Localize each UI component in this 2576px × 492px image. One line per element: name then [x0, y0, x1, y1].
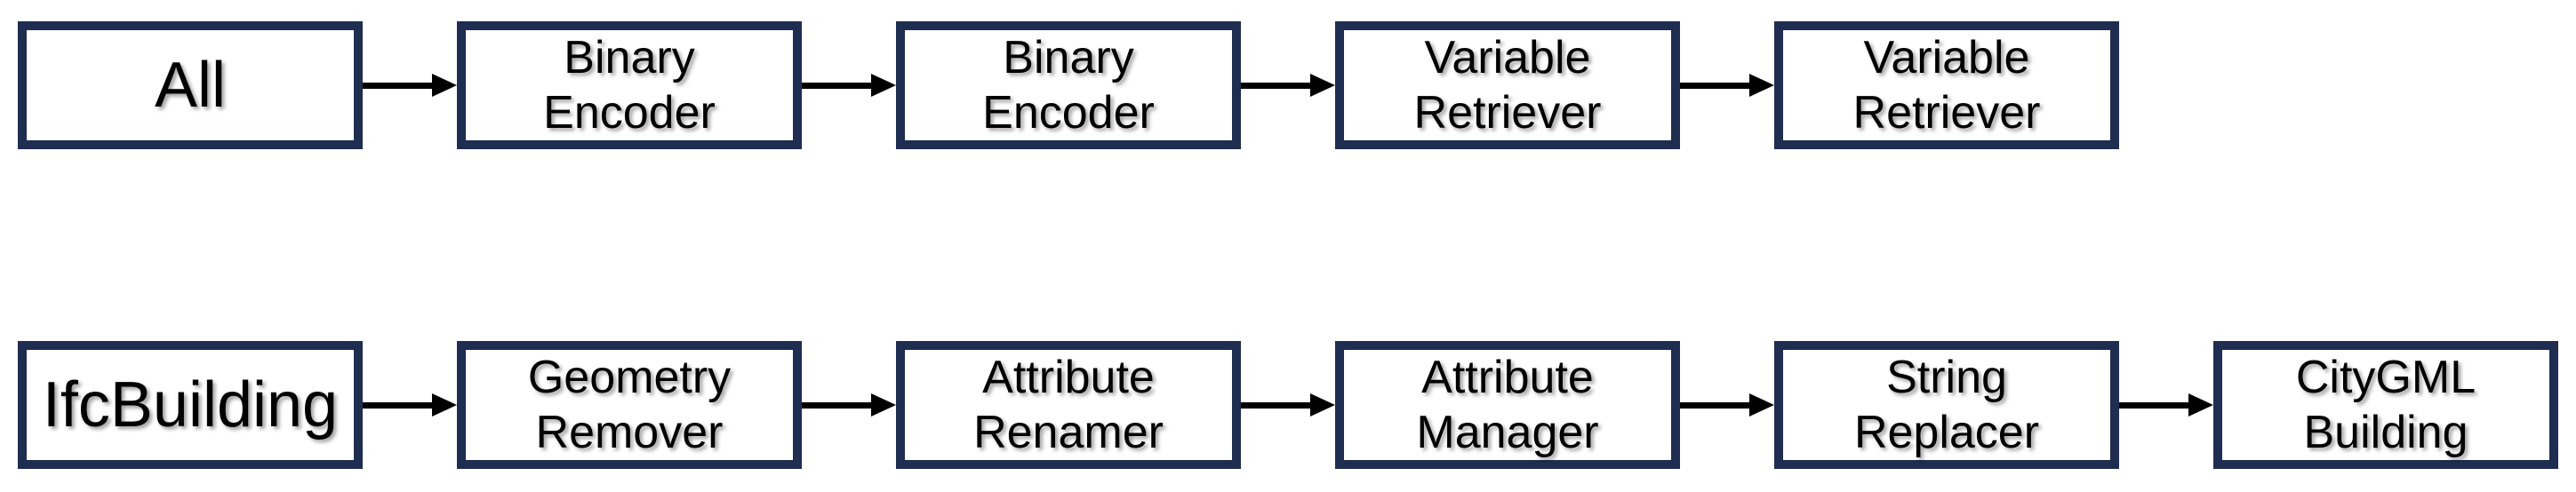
arrow-head-icon	[1310, 74, 1335, 97]
flow-arrow	[363, 341, 457, 469]
node-citygml-building: CityGML Building	[2213, 341, 2558, 469]
flow-arrow	[1241, 21, 1335, 149]
node-all: All	[18, 21, 363, 149]
arrow-shaft	[2119, 401, 2188, 409]
arrow-shaft	[1241, 401, 1310, 409]
node-variable-retriever-1: Variable Retriever	[1335, 21, 1680, 149]
arrow-shaft	[802, 401, 871, 409]
flow-arrow	[1241, 341, 1335, 469]
flow-arrow	[2119, 341, 2213, 469]
arrow-shaft	[1241, 82, 1310, 89]
arrow-head-icon	[2188, 393, 2213, 417]
arrow-shaft	[363, 401, 432, 409]
flow-arrow	[1680, 341, 1774, 469]
arrow-head-icon	[432, 74, 457, 97]
flow-arrow	[802, 21, 896, 149]
arrow-shaft	[1680, 82, 1749, 89]
node-binary-encoder-2: Binary Encoder	[896, 21, 1241, 149]
arrow-shaft	[1680, 401, 1749, 409]
node-attribute-manager: Attribute Manager	[1335, 341, 1680, 469]
node-geometry-remover: Geometry Remover	[457, 341, 802, 469]
node-string-replacer: String Replacer	[1774, 341, 2119, 469]
arrow-head-icon	[432, 393, 457, 417]
arrow-head-icon	[1310, 393, 1335, 417]
arrow-shaft	[802, 82, 871, 89]
arrow-head-icon	[871, 393, 896, 417]
arrow-shaft	[363, 82, 432, 89]
arrow-head-icon	[1749, 74, 1774, 97]
flow-arrow	[802, 341, 896, 469]
flow-row-bottom: IfcBuilding Geometry Remover Attribute R…	[18, 341, 2558, 469]
node-variable-retriever-2: Variable Retriever	[1774, 21, 2119, 149]
node-ifcbuilding: IfcBuilding	[18, 341, 363, 469]
arrow-head-icon	[1749, 393, 1774, 417]
node-attribute-renamer: Attribute Renamer	[896, 341, 1241, 469]
flow-row-top: All Binary Encoder Binary Encoder Variab…	[18, 21, 2119, 149]
node-binary-encoder-1: Binary Encoder	[457, 21, 802, 149]
arrow-head-icon	[871, 74, 896, 97]
flow-arrow	[363, 21, 457, 149]
flow-arrow	[1680, 21, 1774, 149]
